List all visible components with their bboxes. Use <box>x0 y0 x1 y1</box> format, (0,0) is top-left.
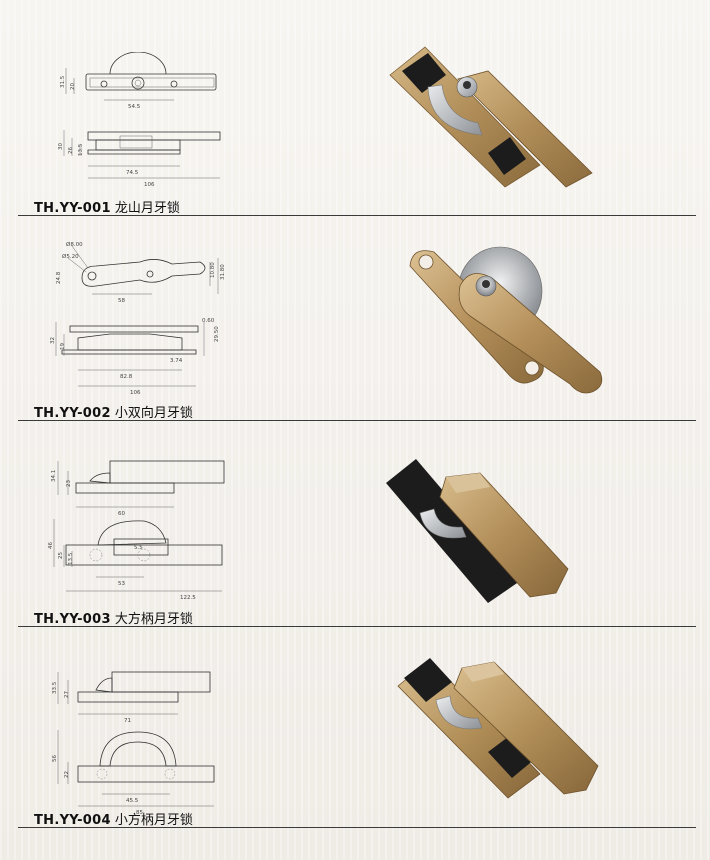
product-name-2: 小双向月牙锁 <box>114 406 193 421</box>
dim-top-3c: 60 <box>118 511 125 517</box>
dim-side-4b: 22 <box>64 771 70 778</box>
divider-4 <box>18 827 696 828</box>
divider-3 <box>18 626 696 627</box>
dim-side-3c: 13.5 <box>68 552 74 565</box>
product-name-3: 大方柄月牙锁 <box>114 612 193 627</box>
technical-drawing-1: 31.5 20 54.5 30 26 13.5 74.5 106 <box>40 52 240 192</box>
dim-side-2d: 29.50 <box>214 326 220 342</box>
dim-top-4a: 33.5 <box>52 681 58 694</box>
product-section-4: 33.5 27 71 56 22 45.5 85 <box>0 628 710 860</box>
dim-top-2b: Ø5.20 <box>62 253 79 260</box>
dim-top-4b: 27 <box>64 691 70 698</box>
divider-2 <box>18 420 696 421</box>
product-section-2: Ø8.00 Ø5.20 24.8 58 10.80 31.80 32 19 0.… <box>0 218 710 423</box>
product-photo-3 <box>380 453 580 612</box>
technical-drawing-2: Ø8.00 Ø5.20 24.8 58 10.80 31.80 32 19 0.… <box>40 238 240 398</box>
drawing-svg-3: 34.1 23 60 46 25 13.5 5.5 53 122.5 <box>48 460 225 601</box>
dim-top-1a: 31.5 <box>60 75 66 88</box>
dim-side-3d: 5.5 <box>134 545 143 551</box>
drawing-svg-2: Ø8.00 Ø5.20 24.8 58 10.80 31.80 32 19 0.… <box>50 241 226 396</box>
dim-side-1d: 74.5 <box>126 170 139 176</box>
dim-side-4c: 45.5 <box>126 798 139 804</box>
dim-side-4a: 56 <box>52 755 58 762</box>
dim-side-1a: 30 <box>58 143 64 150</box>
dim-top-2f: 31.80 <box>220 264 226 280</box>
dim-top-1b: 20 <box>70 83 76 90</box>
product-name-1: 龙山月牙锁 <box>114 201 180 216</box>
dim-side-2e: 3.74 <box>170 358 183 364</box>
product-photo-2 <box>400 236 620 410</box>
drawing-svg-1: 31.5 20 54.5 30 26 13.5 74.5 106 <box>58 52 221 188</box>
dim-top-4c: 71 <box>124 718 131 724</box>
dim-top-2e: 10.80 <box>210 262 216 278</box>
dim-side-3a: 46 <box>48 542 54 549</box>
dim-side-3e: 53 <box>118 581 125 587</box>
dim-side-3b: 25 <box>58 552 64 559</box>
dim-top-2d: 58 <box>118 298 125 304</box>
product-code-4: TH.YY-004 <box>34 813 111 828</box>
technical-drawing-3: 34.1 23 60 46 25 13.5 5.5 53 122.5 <box>40 453 240 603</box>
dim-side-1b: 26 <box>68 147 74 154</box>
dim-side-1e: 106 <box>144 182 155 188</box>
product-code-1: TH.YY-001 <box>34 201 111 216</box>
dim-side-2b: 19 <box>60 343 66 350</box>
product-code-3: TH.YY-003 <box>34 612 111 627</box>
dim-top-2a: Ø8.00 <box>66 241 83 248</box>
dim-top-1c: 54.5 <box>128 104 141 110</box>
dim-top-3b: 23 <box>66 480 72 487</box>
product-code-2: TH.YY-002 <box>34 406 111 421</box>
dim-top-3a: 34.1 <box>51 470 57 482</box>
dim-side-2a: 32 <box>50 337 56 344</box>
dim-side-2g: 106 <box>130 390 141 396</box>
divider-1 <box>18 215 696 216</box>
product-section-1: 31.5 20 54.5 30 26 13.5 74.5 106 <box>0 0 710 218</box>
product-photo-1 <box>370 35 600 199</box>
product-name-4: 小方柄月牙锁 <box>114 813 193 828</box>
dim-side-3f: 122.5 <box>180 595 196 601</box>
dim-side-4d: 85 <box>136 810 143 816</box>
product-section-3: 34.1 23 60 46 25 13.5 5.5 53 122.5 <box>0 423 710 628</box>
technical-drawing-4: 33.5 27 71 56 22 45.5 85 <box>40 666 240 816</box>
dim-side-2f: 82.8 <box>120 374 133 380</box>
dim-side-1c: 13.5 <box>78 143 84 156</box>
product-photo-4 <box>390 638 610 812</box>
dim-side-2c: 0.60 <box>202 318 215 324</box>
drawing-svg-4: 33.5 27 71 56 22 45.5 85 <box>52 671 215 816</box>
dim-top-2c: 24.8 <box>56 271 62 284</box>
